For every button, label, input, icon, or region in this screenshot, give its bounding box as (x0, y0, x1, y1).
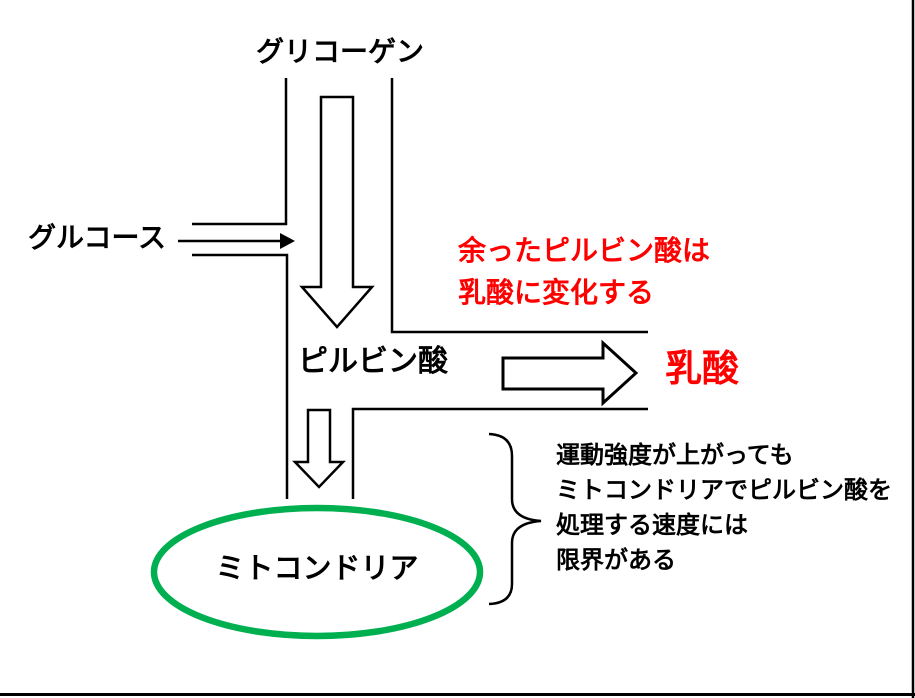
glycogen-label: グリコーゲン (256, 36, 425, 67)
excess-pyruvate-note-line1: 余ったピルビン酸は (458, 235, 711, 266)
pyruvate-down-arrow-icon (292, 408, 346, 489)
grouping-brace-icon (488, 432, 542, 606)
excess-pyruvate-note: 余ったピルビン酸は 乳酸に変化する (458, 230, 710, 314)
processing-limit-note-line2: ミトコンドリアでピルビン酸を (556, 477, 892, 504)
processing-limit-note-line3: 処理する速度には (556, 512, 748, 539)
processing-limit-note: 運動強度が上がっても ミトコンドリアでピルビン酸を 処理する速度には 限界がある (556, 438, 892, 578)
glucose-label: グルコース (28, 222, 167, 253)
processing-limit-note-line1: 運動強度が上がっても (556, 442, 794, 469)
glycogen-down-arrow-icon (299, 95, 375, 329)
glucose-arrow-head-icon (280, 233, 295, 249)
mitochondria-label: ミトコンドリア (215, 553, 419, 585)
mitochondria-ellipse (150, 504, 484, 640)
flow-line-lactate-bottom-rail (351, 407, 648, 499)
pyruvate-to-lactate-arrow-icon (501, 339, 639, 407)
pyruvate-label: ピルビン酸 (298, 345, 448, 378)
flow-line-glucose-top-rail (192, 78, 288, 226)
processing-limit-note-line4: 限界がある (556, 547, 676, 574)
flow-line-glycogen-right-rail (390, 78, 648, 334)
excess-pyruvate-note-line2: 乳酸に変化する (458, 277, 655, 308)
flow-line-glucose-bottom-rail (192, 253, 289, 499)
lactate-label: 乳酸 (665, 348, 739, 389)
